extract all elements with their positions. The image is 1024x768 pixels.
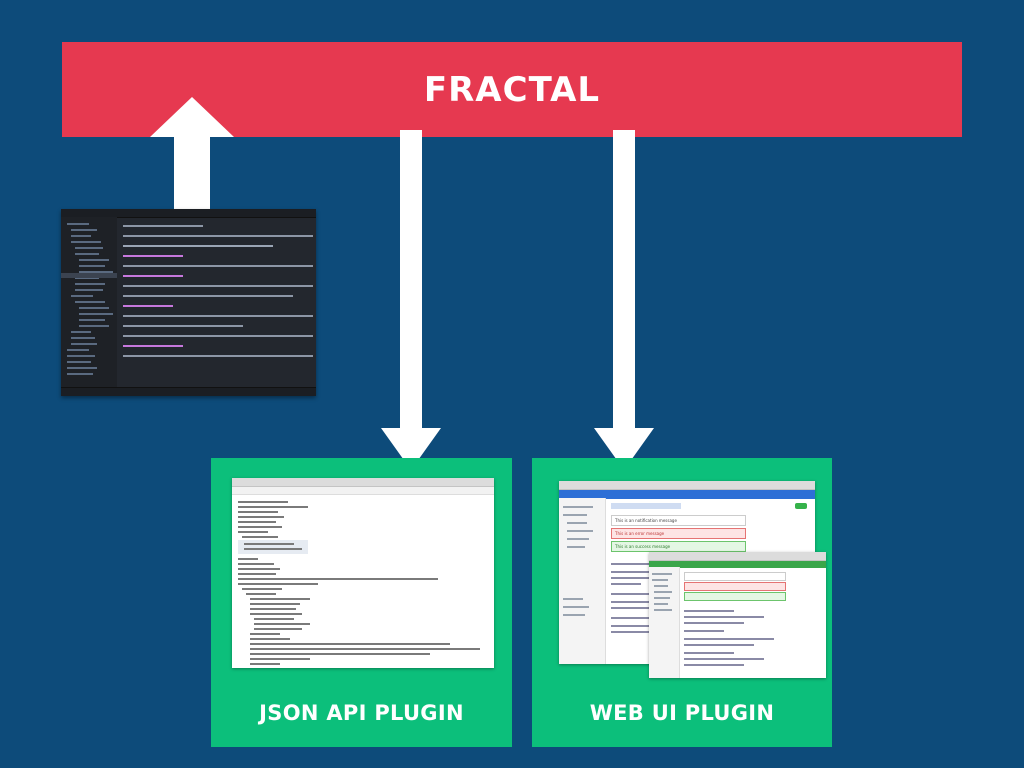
web-ui-sidebar <box>559 498 606 664</box>
editor-statusbar <box>61 387 316 396</box>
sidebar-nav-lines <box>652 573 672 611</box>
banner-title: FRACTAL <box>423 69 601 110</box>
status-pill <box>795 503 807 509</box>
front-code-lines <box>684 610 774 666</box>
web-ui-header-bar <box>559 490 815 499</box>
browser-urlbar <box>232 487 494 495</box>
json-api-browser-screenshot <box>232 478 494 668</box>
browser-titlebar <box>232 478 494 487</box>
json-code-lines <box>238 501 480 665</box>
editor-code-lines <box>123 225 313 357</box>
web-ui-browser-screenshot-front <box>649 552 826 678</box>
web-ui-header-bar-green <box>649 561 826 568</box>
json-api-panel: JSON API PLUGIN <box>211 458 512 747</box>
down-arrow-web-ui-icon <box>594 130 654 470</box>
browser-titlebar <box>559 481 815 490</box>
front-error-message <box>684 582 786 591</box>
browser-titlebar <box>649 552 826 561</box>
front-notification-message <box>684 572 786 581</box>
json-api-plugin-label: JSON API PLUGIN <box>259 701 464 725</box>
front-success-message <box>684 592 786 601</box>
success-message: This is an success message <box>611 541 746 552</box>
editor-file-tree <box>61 217 117 388</box>
code-editor-screenshot <box>61 209 316 396</box>
web-ui-panel: This is an notification message This is … <box>532 458 832 747</box>
web-ui-plugin-label: WEB UI PLUGIN <box>589 701 775 725</box>
sidebar-nav-lines <box>563 506 593 616</box>
error-message: This is an error message <box>611 528 746 539</box>
notification-message: This is an notification message <box>611 515 746 526</box>
up-arrow-icon <box>150 97 234 232</box>
editor-tabbar <box>61 209 316 218</box>
page-title-bar <box>611 503 681 509</box>
file-tree-lines <box>61 223 117 375</box>
code-preview-lines <box>611 563 671 633</box>
down-arrow-json-api-icon <box>381 130 441 470</box>
web-ui-sidebar <box>649 567 680 678</box>
